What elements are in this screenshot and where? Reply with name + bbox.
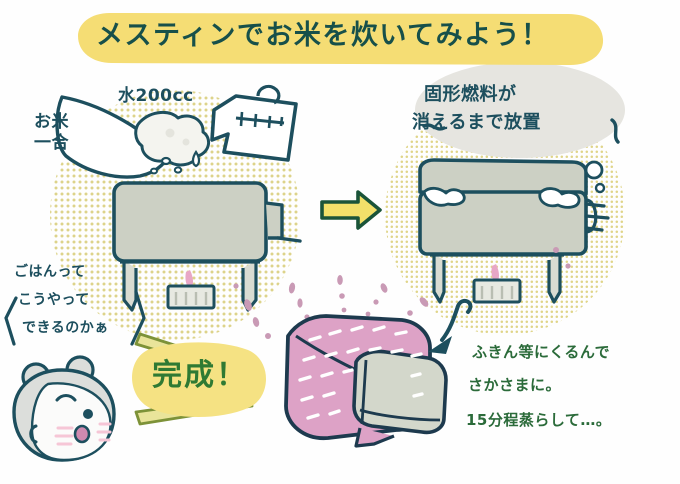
page-title: メスティンでお米を炊いてみよう！ <box>96 20 550 51</box>
mestin-on-stove-icon <box>112 181 302 312</box>
step3-caption-line1: ふきん等にくるんで <box>472 343 611 361</box>
arrow-right-icon[interactable] <box>320 190 382 230</box>
rice-pouring-icon <box>55 95 211 179</box>
bubble-icon <box>584 160 606 194</box>
step2-caption-line1: 固形燃料が <box>424 84 517 105</box>
mascot-speech-brackets <box>4 290 146 346</box>
step2-caption-line2: 消えるまで放置 <box>412 112 541 133</box>
step3-caption-line2: さかさまに。 <box>468 376 562 394</box>
rice-amount-label: お米 一合 <box>34 112 69 154</box>
mascot-line-1: ごはんって <box>14 264 86 280</box>
curved-arrow-icon <box>428 298 473 354</box>
steam-dots-icon <box>233 247 571 339</box>
foam-overflow-icon <box>422 186 581 209</box>
cloth-wrapped-mestin-icon <box>284 314 448 448</box>
mascot-line-3: できるのかぁ <box>22 320 109 336</box>
step3-caption-line3: 15分程蒸らして…。 <box>466 411 612 429</box>
done-label: 完成！ <box>152 358 248 393</box>
title-banner-shape <box>78 13 604 65</box>
caption-blob-right <box>415 62 625 158</box>
bear-mascot-icon <box>12 355 116 462</box>
mestin-boiling-on-stove-icon <box>418 158 610 304</box>
done-badge-shape <box>132 342 266 417</box>
mascot-line-2: こうやって <box>18 292 90 308</box>
caption-brackets-right <box>422 118 620 144</box>
measuring-cup-icon <box>210 84 298 162</box>
water-amount-label: 水200cc <box>118 86 194 106</box>
